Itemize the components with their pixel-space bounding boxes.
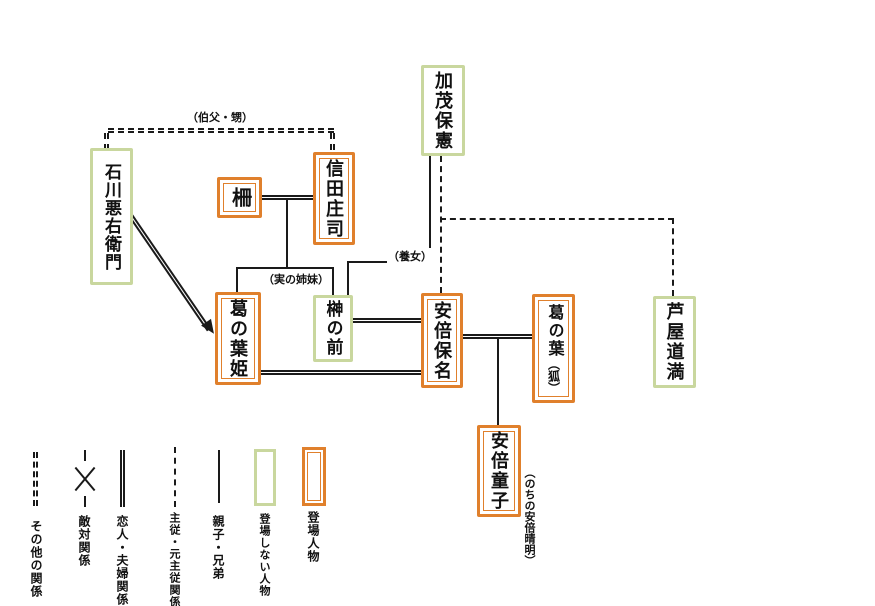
siblings-line-horizontal <box>237 267 334 269</box>
legend-symbol-hostile-top-dash <box>84 450 86 461</box>
character-box-shinoda-shoji: 信田庄司 <box>313 152 355 245</box>
character-name-main: 葛の葉 <box>545 303 563 358</box>
master-servant-line-kamo-yasuna <box>440 156 442 293</box>
legend-symbol-hostile-bottom-dash <box>84 496 86 507</box>
character-box-ashiya-doman: 芦屋道満 <box>653 296 696 388</box>
adoption-line-drop-to-sakaki <box>347 261 349 295</box>
legend-symbol-hostile-x <box>73 464 97 494</box>
marriage-line-shigarami-shinoda <box>262 195 313 200</box>
child-line-to-doji <box>497 339 499 425</box>
master-servant-line-kamo-doman-horizontal <box>440 218 674 220</box>
other-relation-stub-left <box>104 133 109 150</box>
legend-symbol-appearing-box <box>302 447 326 506</box>
legend-label-appearing: 登場人物 <box>306 511 320 563</box>
character-name-sub: （狐） <box>546 357 561 394</box>
character-box-kuzunoha-hime: 葛の葉姫 <box>215 292 261 385</box>
character-box-kuzunoha-fox: 葛の葉（狐） <box>532 294 575 403</box>
legend-label-parent-child: 親子・兄弟 <box>211 515 225 580</box>
character-box-ishikawa-akuemon: 石川悪右衛門 <box>90 148 133 285</box>
character-box-shigarami: 柵 <box>217 177 262 218</box>
relation-label-uncle-nephew: （伯父・甥） <box>186 109 254 125</box>
legend-label-hostile: 敵対関係 <box>77 515 91 567</box>
character-box-sakaki-no-mae: 榊の前 <box>313 295 353 362</box>
character-name: 芦屋道満 <box>664 302 685 382</box>
character-name: 信田庄司 <box>324 158 344 239</box>
siblings-drop-to-sakaki <box>332 267 334 295</box>
character-box-abe-doji: 安倍童子 <box>477 425 521 517</box>
adoption-line-vertical-from-kamo <box>429 156 431 262</box>
arrow-line-ishikawa-kuzunoha-hime <box>127 213 212 332</box>
legend-label-not-appearing: 登場しない人物 <box>258 513 270 597</box>
character-name: 葛の葉姫 <box>228 298 248 379</box>
character-name: 安倍童子 <box>489 431 509 511</box>
relation-label-real-sisters: （実の姉妹） <box>262 271 330 287</box>
legend-label-master-servant: 主従・元主従関係 <box>168 512 180 606</box>
character-name: 榊の前 <box>323 300 343 357</box>
character-name: 加茂保憲 <box>433 70 453 151</box>
legend-symbol-parent-child <box>218 450 220 503</box>
couple-line-kuzunoha-hime-yasuna <box>261 370 421 375</box>
other-relation-line-ishikawa-shinoda <box>108 128 334 133</box>
siblings-drop-to-kuzunoha-hime <box>236 267 238 292</box>
character-name: 石川悪右衛門 <box>102 162 121 271</box>
legend-symbol-master-servant <box>174 447 176 507</box>
other-relation-stub-right <box>330 133 335 150</box>
legend-symbol-other-relation <box>33 452 38 506</box>
character-box-kamo-yasunori: 加茂保憲 <box>421 65 465 156</box>
couple-line-yasuna-kuzunoha-kitsune <box>463 334 532 339</box>
character-box-abe-no-yasuna: 安倍保名 <box>421 293 463 388</box>
legend-symbol-not-appearing-box <box>254 449 276 506</box>
master-servant-line-drop-to-doman <box>672 218 674 296</box>
character-name: 安倍保名 <box>432 300 452 381</box>
legend-symbol-lover-spouse <box>120 450 125 507</box>
legend-label-lover-spouse: 恋人・夫婦関係 <box>115 515 129 606</box>
relation-label-adopted-daughter: （養女） <box>387 248 433 264</box>
legend-label-other-relation: その他の関係 <box>29 520 43 598</box>
lover-line-sakaki-yasuna <box>353 318 421 323</box>
character-name: 葛の葉（狐） <box>545 303 563 394</box>
note-later-abe-seimei: （のちの安倍晴明） <box>523 467 535 566</box>
child-line-from-marriage <box>286 200 288 267</box>
character-name: 柵 <box>228 186 251 209</box>
